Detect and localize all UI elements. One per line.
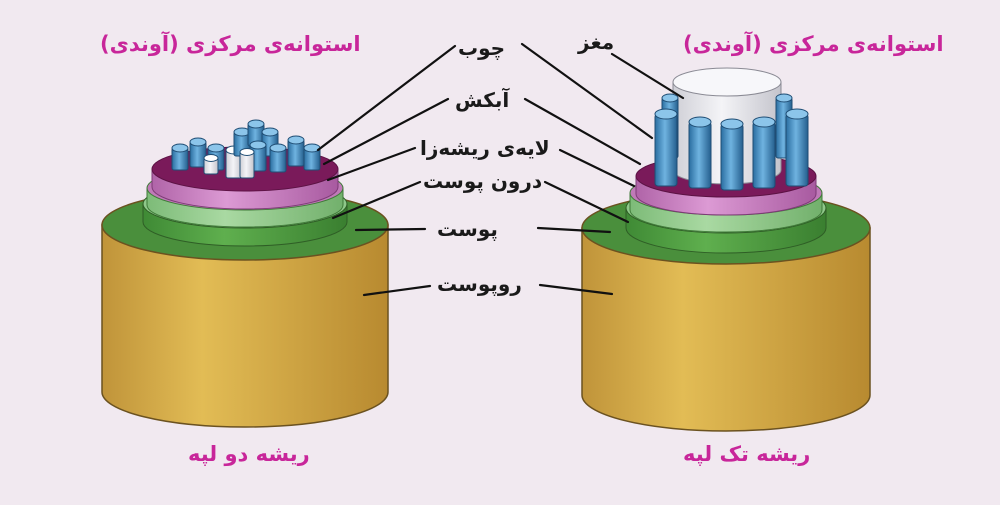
- dicot-root-cylinder: [101, 119, 389, 428]
- label-pith: مغز: [578, 30, 615, 54]
- label-phloem: آبکش: [455, 88, 510, 112]
- dicot-vascular-bundles: [171, 119, 321, 179]
- leader-lines: [316, 42, 685, 297]
- monocot-vascular-bundles: [654, 93, 809, 191]
- label-epidermis: روپوست: [437, 272, 522, 296]
- monocot-root-cylinder: [581, 67, 871, 432]
- label-pericycle: لایه‌ی ریشه‌زا: [420, 136, 550, 160]
- monocot-caption: ریشه تک لپه: [683, 442, 811, 466]
- monocot-title: استوانه‌ی مرکزی (آوندی): [683, 32, 944, 56]
- dicot-title: استوانه‌ی مرکزی (آوندی): [100, 32, 361, 56]
- label-xylem: چوب: [458, 36, 506, 60]
- dicot-caption: ریشه دو لپه: [188, 442, 310, 466]
- label-endodermis: درون پوست: [423, 169, 543, 193]
- label-cortex: پوست: [437, 217, 498, 241]
